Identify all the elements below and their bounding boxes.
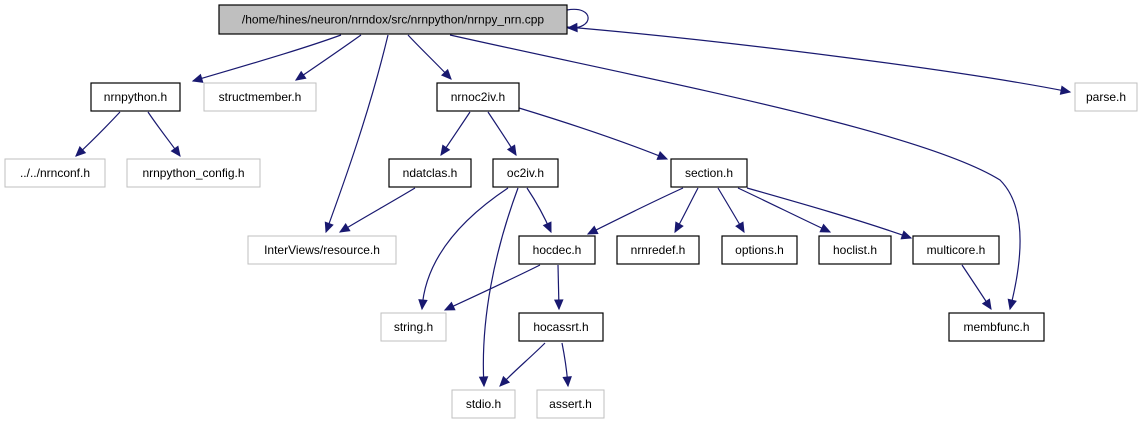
node-box: [218, 4, 568, 35]
node-nrnpython-config-h[interactable]: nrnpython_config.h: [126, 158, 261, 188]
node-label: nrnpython.h: [104, 90, 167, 104]
edge-root-to-nrnoc2iv_h: [407, 34, 452, 80]
node-label: options.h: [735, 243, 784, 257]
edge-oc2iv_h-to-stdio_h: [478, 187, 519, 388]
edge-section_h-to-multicore_h: [746, 187, 913, 240]
edge-root-to-membfunc_h: [449, 34, 1021, 311]
edge-multicore_h-to-membfunc_h: [961, 264, 992, 311]
node-label: oc2iv.h: [507, 166, 544, 180]
edge-nrnoc2iv_h-to-ndatclas_h: [440, 111, 471, 157]
node-parse-h[interactable]: parse.h: [1074, 82, 1138, 112]
node-box: [616, 235, 700, 265]
node-box: [1074, 82, 1138, 112]
edge-root-to-parse_h: [566, 26, 1072, 95]
node-label: nrnredef.h: [631, 243, 686, 257]
node-label: assert.h: [549, 397, 592, 411]
node-nrnconf-h[interactable]: ../../nrnconf.h: [4, 158, 106, 188]
edge-nrnpython_h-to-nrnconf_h: [75, 111, 121, 157]
edges-layer: [75, 8, 1072, 388]
node-label: stdio.h: [466, 397, 501, 411]
node-ndatclas-h[interactable]: ndatclas.h: [388, 158, 472, 188]
node-resource-h[interactable]: InterViews/resource.h: [247, 235, 397, 265]
node-label: section.h: [685, 166, 733, 180]
node-label: nrnoc2iv.h: [451, 90, 505, 104]
node-string-h[interactable]: string.h: [380, 312, 447, 342]
node-hocdec-h[interactable]: hocdec.h: [518, 235, 596, 265]
node-stdio-h[interactable]: stdio.h: [451, 389, 516, 419]
node-box: [518, 235, 596, 265]
edge-nrnpython_h-to-nrnpython_config_h: [147, 111, 181, 157]
node-nrnredef-h[interactable]: nrnredef.h: [616, 235, 700, 265]
node-label: nrnpython_config.h: [142, 166, 244, 180]
node-box: [247, 235, 397, 265]
node-box: [90, 82, 181, 112]
edge-hocdec_h-to-hocassrt_h: [554, 264, 564, 311]
node-box: [721, 235, 798, 265]
node-box: [912, 235, 1000, 265]
edge-section_h-to-hoclist_h: [737, 187, 832, 233]
node-nrnpython-h[interactable]: nrnpython.h: [90, 82, 181, 112]
node-box: [536, 389, 605, 419]
node-label: string.h: [394, 320, 433, 334]
node-box: [126, 158, 261, 188]
edge-hocassrt_h-to-assert_h: [561, 342, 572, 388]
node-box: [518, 312, 604, 342]
node-box: [451, 389, 516, 419]
node-box: [492, 158, 559, 188]
root-node: /home/hines/neuron/nrndox/src/nrnpython/…: [218, 4, 568, 35]
node-box: [948, 312, 1045, 342]
node-hocassrt-h[interactable]: hocassrt.h: [518, 312, 604, 342]
edge-section_h-to-options_h: [717, 187, 745, 234]
node-section-h[interactable]: section.h: [670, 158, 748, 188]
node-label: /home/hines/neuron/nrndox/src/nrnpython/…: [242, 13, 545, 27]
edge-ndatclas_h-to-resource_h: [338, 187, 416, 233]
edge-root-to-resource_h: [324, 34, 389, 234]
node-label: hoclist.h: [833, 243, 877, 257]
node-label: multicore.h: [927, 243, 986, 257]
node-label: parse.h: [1086, 90, 1126, 104]
node-options-h[interactable]: options.h: [721, 235, 798, 265]
node-box: [4, 158, 106, 188]
node-box: [670, 158, 748, 188]
edge-section_h-to-hocdec_h: [586, 187, 684, 235]
edge-root-to-structmember_h: [294, 34, 362, 81]
node-label: InterViews/resource.h: [264, 243, 380, 257]
edge-section_h-to-nrnredef_h: [674, 187, 699, 234]
edge-root-to-nrnpython_h: [191, 34, 342, 83]
edge-oc2iv_h-to-string_h: [418, 187, 509, 311]
node-label: hocassrt.h: [533, 320, 588, 334]
edge-oc2iv_h-to-hocdec_h: [526, 187, 552, 234]
node-oc2iv-h[interactable]: oc2iv.h: [492, 158, 559, 188]
node-membfunc-h[interactable]: membfunc.h: [948, 312, 1045, 342]
node-label: ndatclas.h: [403, 166, 458, 180]
nodes-layer: /home/hines/neuron/nrndox/src/nrnpython/…: [4, 4, 1138, 419]
edge-nrnoc2iv_h-to-oc2iv_h: [487, 111, 517, 157]
node-label: structmember.h: [219, 90, 302, 104]
node-structmember-h[interactable]: structmember.h: [203, 82, 317, 112]
node-box: [380, 312, 447, 342]
node-box: [203, 82, 317, 112]
node-box: [818, 235, 892, 265]
node-nrnoc2iv-h[interactable]: nrnoc2iv.h: [436, 82, 520, 112]
edge-hocdec_h-to-string_h: [443, 264, 541, 311]
edge-hocassrt_h-to-stdio_h: [499, 342, 546, 387]
node-box: [436, 82, 520, 112]
node-label: ../../nrnconf.h: [20, 166, 90, 180]
node-assert-h[interactable]: assert.h: [536, 389, 605, 419]
node-box: [388, 158, 472, 188]
node-label: hocdec.h: [533, 243, 582, 257]
node-hoclist-h[interactable]: hoclist.h: [818, 235, 892, 265]
edge-nrnoc2iv_h-to-section_h: [518, 107, 669, 160]
node-multicore-h[interactable]: multicore.h: [912, 235, 1000, 265]
node-label: membfunc.h: [963, 320, 1029, 334]
